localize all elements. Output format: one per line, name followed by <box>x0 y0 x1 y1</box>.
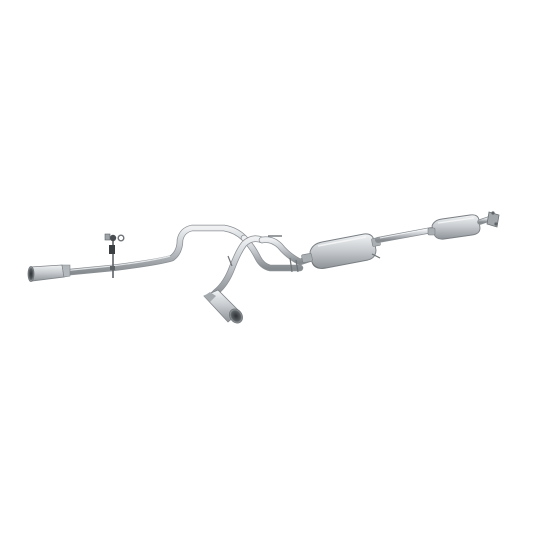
intermediate-pipe <box>375 227 435 243</box>
muffler <box>301 233 381 269</box>
inlet-flange <box>477 211 500 228</box>
right-exhaust-tip <box>203 289 243 324</box>
left-exhaust-tip <box>27 264 71 282</box>
hanger-bracket <box>104 233 125 278</box>
y-pipe <box>206 234 316 302</box>
resonator <box>427 214 481 240</box>
left-tailpipe <box>27 224 248 282</box>
